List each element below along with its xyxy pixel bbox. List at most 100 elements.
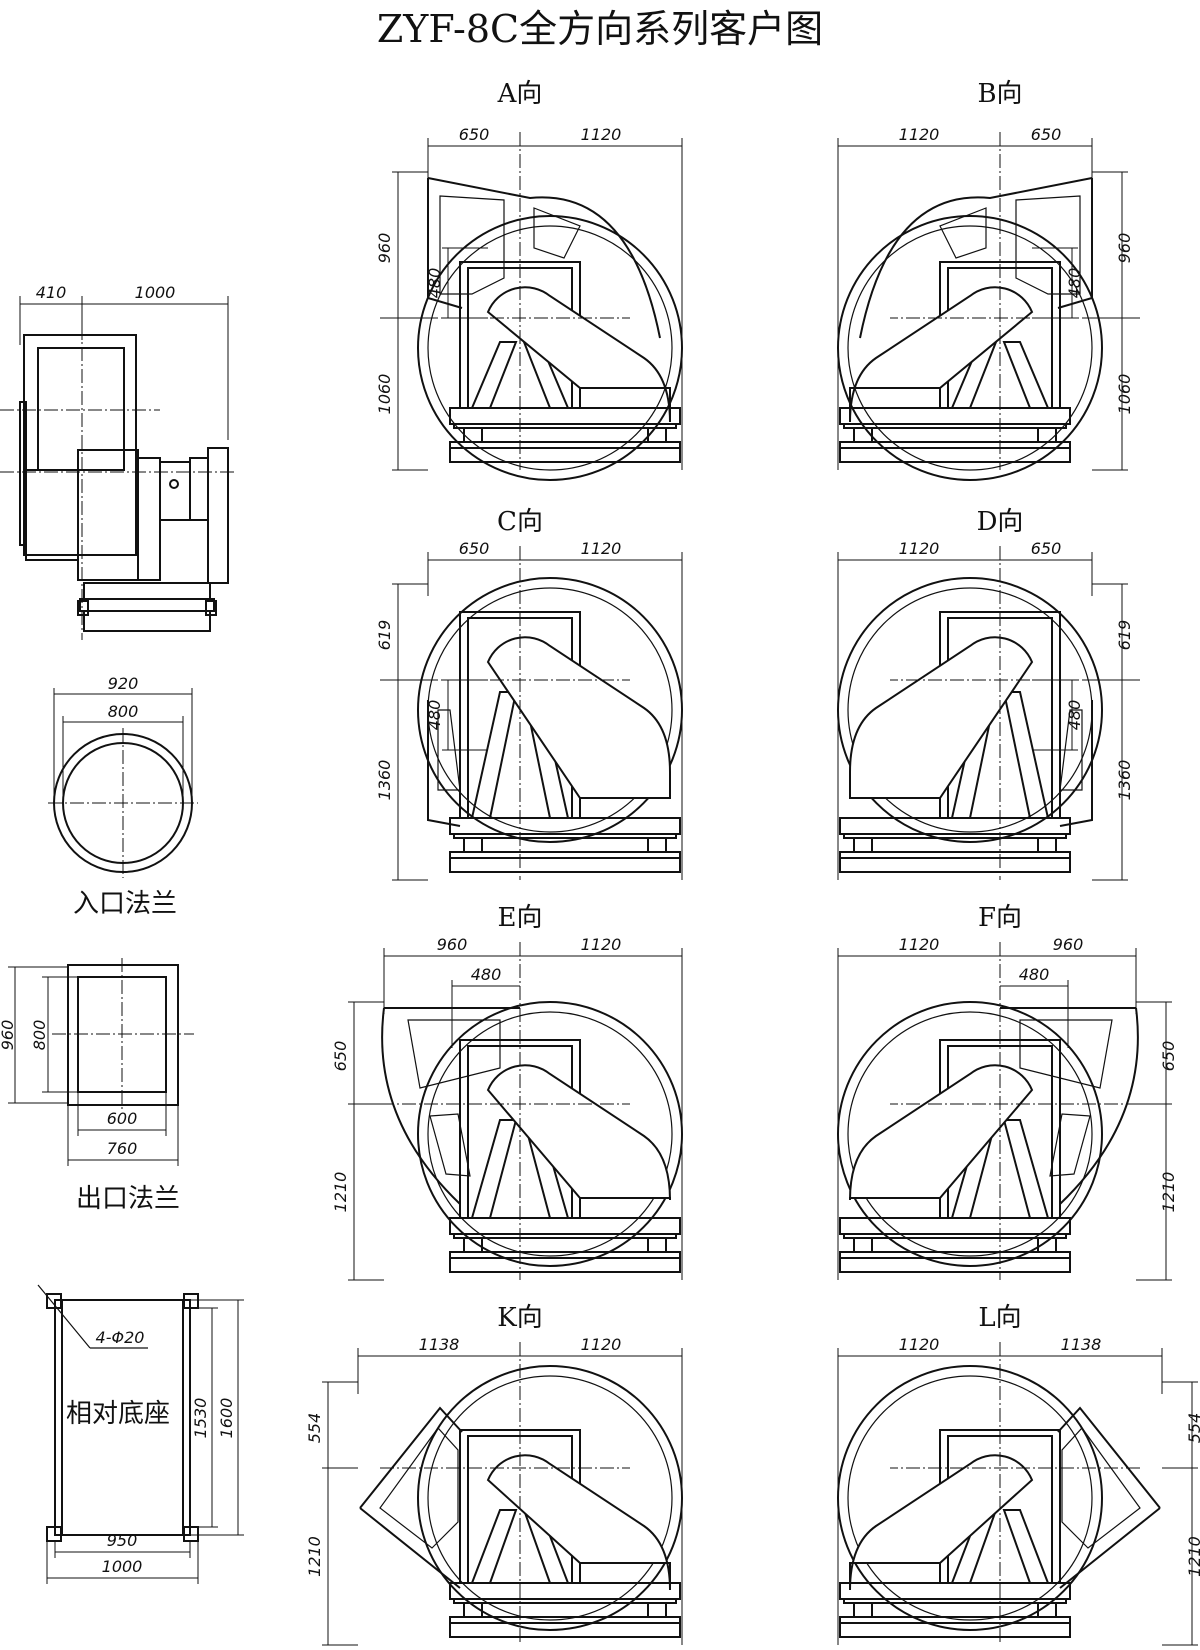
spring-base xyxy=(839,1582,1071,1638)
spring-base xyxy=(839,1217,1071,1273)
dim-left-width: 960 xyxy=(1053,935,1084,954)
dim-height-bottom: 1060 xyxy=(1115,374,1134,415)
spring-base xyxy=(449,817,681,873)
view-e: E向 960 1120 480 650 1210 xyxy=(331,903,683,1281)
dim-left-width: 1138 xyxy=(1061,1335,1102,1354)
dim-height-top: 554 xyxy=(305,1413,324,1444)
inlet-dim-920: 920 xyxy=(108,674,139,693)
view-label-e: E向 xyxy=(498,903,543,933)
base-label: 相对底座 xyxy=(66,1399,170,1429)
outlet-dim-760: 760 xyxy=(107,1139,138,1158)
view-dimensions: 1138 1120 554 1210 xyxy=(305,1335,683,1646)
dim-height-top: 960 xyxy=(1115,233,1134,264)
view-label-b: B向 xyxy=(977,79,1022,109)
dim-height-inner: 480 xyxy=(1065,700,1084,731)
dim-right-width: 1120 xyxy=(581,1335,622,1354)
dim-height-bottom: 1360 xyxy=(1115,760,1134,801)
drawing-title: ZYF-8C全方向系列客户图 xyxy=(377,7,823,51)
base-dim-950: 950 xyxy=(107,1531,138,1550)
dim-right-width: 1120 xyxy=(899,1335,940,1354)
belt-guard xyxy=(849,286,1034,423)
outlet-dim-600: 600 xyxy=(107,1109,138,1128)
belt-guard xyxy=(486,636,671,799)
dim-height-top: 619 xyxy=(1115,620,1134,651)
dim-height-top: 619 xyxy=(375,620,394,651)
dim-height-top: 960 xyxy=(375,233,394,264)
dim-inner-width: 480 xyxy=(471,965,502,984)
dim-right-width: 1120 xyxy=(899,539,940,558)
view-label-l: L向 xyxy=(978,1303,1021,1333)
spring-base xyxy=(839,817,1071,873)
dim-left-width: 650 xyxy=(1031,125,1062,144)
side-dim-410: 410 xyxy=(36,283,67,302)
outlet-flange-label: 出口法兰 xyxy=(76,1184,180,1214)
dim-height-inner: 480 xyxy=(425,268,444,299)
outlet-flange: 960 800 600 760 出口法兰 xyxy=(0,958,194,1214)
view-dimensions: 960 1120 480 650 1210 xyxy=(331,935,683,1281)
dim-right-width: 1120 xyxy=(581,125,622,144)
dim-right-width: 1120 xyxy=(899,125,940,144)
outlet-dim-800: 800 xyxy=(30,1020,49,1051)
base-dim-1530: 1530 xyxy=(191,1398,210,1439)
dim-right-width: 1120 xyxy=(581,935,622,954)
dim-height-bottom: 1360 xyxy=(375,760,394,801)
spring-base xyxy=(839,407,1071,463)
inlet-dim-800: 800 xyxy=(108,702,139,721)
side-dim-1000: 1000 xyxy=(135,283,176,302)
base-dim-1000: 1000 xyxy=(102,1557,143,1576)
view-dimensions: 1138 1120 554 1210 xyxy=(837,1335,1200,1646)
belt-guard xyxy=(849,636,1034,799)
view-l: L向 1138 1120 554 1210 xyxy=(837,1303,1200,1646)
base-dim-1600: 1600 xyxy=(217,1398,236,1439)
dim-height-bottom: 1210 xyxy=(331,1172,350,1213)
dim-height-inner: 480 xyxy=(1065,268,1084,299)
dim-left-width: 960 xyxy=(437,935,468,954)
view-k: K向 1138 1120 554 1210 xyxy=(305,1303,683,1646)
view-label-a: A向 xyxy=(497,79,543,109)
dim-left-width: 1138 xyxy=(419,1335,460,1354)
view-dimensions: 960 1120 480 650 1210 xyxy=(837,935,1178,1281)
view-a: A向 650 1120 960 1060 480 xyxy=(375,79,683,481)
dim-height-bottom: 1210 xyxy=(1159,1172,1178,1213)
spring-base xyxy=(449,407,681,463)
dim-height-top: 554 xyxy=(1185,1413,1200,1444)
view-dimensions: 650 1120 619 1360 480 xyxy=(837,539,1134,881)
view-label-k: K向 xyxy=(497,1303,542,1333)
view-dimensions: 650 1120 960 1060 480 xyxy=(837,125,1134,471)
belt-guard xyxy=(486,1064,671,1201)
view-label-d: D向 xyxy=(977,507,1024,537)
belt-guard xyxy=(486,1454,671,1591)
belt-guard xyxy=(849,1454,1034,1591)
dim-right-width: 1120 xyxy=(581,539,622,558)
outlet-dim-960: 960 xyxy=(0,1020,17,1051)
base-plate: 4-Φ20 相对底座 1530 1600 950 1000 xyxy=(37,1284,244,1584)
dim-height-bottom: 1210 xyxy=(1185,1536,1200,1577)
inlet-flange-label: 入口法兰 xyxy=(73,889,177,919)
view-d: D向 650 1120 619 1360 480 xyxy=(837,507,1140,881)
inlet-flange: 920 800 入口法兰 xyxy=(48,674,198,919)
view-label-f: F向 xyxy=(978,903,1022,933)
dim-left-width: 650 xyxy=(459,125,490,144)
dim-height-bottom: 1060 xyxy=(375,374,394,415)
dim-height-top: 650 xyxy=(1159,1041,1178,1072)
spring-base xyxy=(449,1582,681,1638)
dim-height-bottom: 1210 xyxy=(305,1536,324,1577)
spring-base xyxy=(449,1217,681,1273)
base-holes-label: 4-Φ20 xyxy=(96,1328,145,1347)
belt-guard xyxy=(849,1064,1034,1201)
dim-inner-width: 480 xyxy=(1019,965,1050,984)
dim-right-width: 1120 xyxy=(899,935,940,954)
view-dimensions: 650 1120 960 1060 480 xyxy=(375,125,683,471)
dim-left-width: 650 xyxy=(1031,539,1062,558)
dim-left-width: 650 xyxy=(459,539,490,558)
dim-height-top: 650 xyxy=(331,1041,350,1072)
belt-guard xyxy=(486,286,671,423)
view-f: F向 960 1120 480 650 1210 xyxy=(837,903,1178,1281)
side-view: 410 1000 xyxy=(0,283,234,640)
view-label-c: C向 xyxy=(497,507,543,537)
